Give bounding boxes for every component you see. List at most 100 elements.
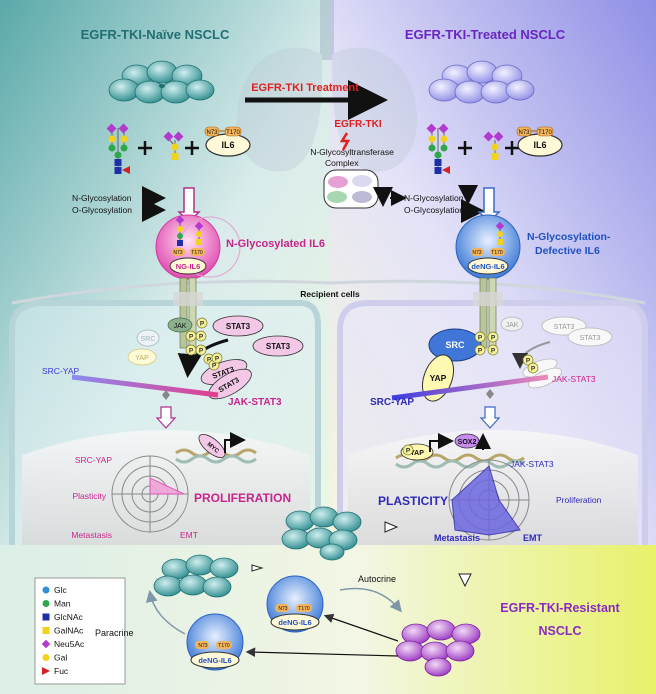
glycans-left [106, 123, 184, 174]
radar-left-top: SRC-YAP [75, 455, 112, 465]
t170-right: T170 [538, 130, 552, 136]
phospho-label: P [199, 334, 204, 341]
plasticity-outcome: PLASTICITY [378, 494, 448, 508]
dna-right [395, 453, 525, 469]
decrease-arrows [373, 185, 478, 207]
n73-right: N73 [518, 130, 530, 136]
legend-neu5ac-label: Neu5Ac [54, 639, 85, 649]
hollow-arrow-b [384, 521, 399, 533]
stat3-left-2 [252, 335, 304, 357]
autocrine-label: Autocrine [358, 574, 396, 584]
phospho-badge [195, 344, 207, 356]
naive-title: EGFR-TKI-Naïve NSCLC [81, 27, 230, 42]
recipient-cells-label: Recipient cells [300, 289, 360, 299]
phospho-label: P [189, 334, 194, 341]
phospho-label: P [491, 335, 496, 342]
jak-stat3-label-right: JAK-STAT3 [552, 374, 596, 384]
treated-title: EGFR-TKI-Treated NSCLC [405, 27, 566, 42]
il6-protein-right [516, 126, 563, 157]
complex-label-2: Complex [325, 158, 359, 168]
treatment-label: EGFR-TKI Treatment [251, 82, 359, 94]
legend-gal-icon [42, 654, 50, 661]
resistant-title-1: EGFR-TKI-Resistant [500, 601, 620, 615]
radar-left-bottom-right: EMT [180, 530, 198, 540]
n73-autocrine: N73 [278, 606, 287, 612]
legend-box [34, 577, 126, 685]
jak-right-faded [500, 316, 524, 332]
legend-marks [41, 586, 51, 675]
il6-label-left: IL6 [221, 140, 234, 150]
phospho-label: P [215, 356, 220, 363]
phospho-label: P [212, 363, 217, 370]
paracrine-loop-arrow [145, 590, 186, 635]
deng-il6-title-1: N-Glycosylation- [527, 231, 611, 243]
legend-glc-label: Glc [54, 585, 68, 595]
phospho-badge [487, 331, 499, 343]
src-label-left: SRC [141, 336, 156, 343]
src-yap-label-left: SRC-YAP [42, 366, 79, 376]
deng-il6-tag: deNG-IL6 [471, 262, 504, 271]
ligand-glycans-left [175, 215, 204, 246]
jak-label-right: JAK [506, 322, 519, 329]
glycosyltransferase-complex [323, 169, 379, 209]
legend-gal-label: Gal [54, 653, 67, 663]
secretion-arrow-paracrine [245, 647, 399, 657]
paracrine-label: Paracrine [95, 628, 134, 638]
il6-label-right: IL6 [533, 140, 546, 150]
jak-left [167, 317, 193, 333]
phospho-label: P [531, 366, 536, 373]
myc-stat3-bound [198, 434, 226, 458]
ligand-il6-left [169, 248, 207, 275]
naive-cancer-cells [108, 60, 215, 104]
t170-paracrine: T170 [218, 643, 230, 649]
ligand-il6-right [467, 248, 509, 275]
t170-ligand-right: T170 [491, 250, 503, 256]
glycans-right [426, 123, 504, 174]
legend-galnac-label: GalNAc [54, 626, 84, 636]
radar-left [111, 455, 189, 533]
phospho-label: P [478, 335, 483, 342]
stat3-right-2-faded [567, 327, 613, 347]
phospho-label: P [207, 357, 212, 364]
phospho-label: P [200, 321, 205, 328]
src-left-faded [136, 329, 160, 347]
sox2-label: SOX2 [458, 439, 477, 446]
transcription-arrow-left [224, 432, 246, 453]
yap-label-left: YAP [135, 355, 149, 362]
phospho-label: P [406, 448, 411, 455]
t170-ligand-left: T170 [191, 250, 203, 256]
t170-autocrine: T170 [298, 606, 310, 612]
phospho-badge [474, 331, 486, 343]
radar-right-bottom-right: EMT [523, 533, 543, 543]
phospho-badge [195, 330, 207, 342]
down-arrow-left [155, 406, 177, 429]
ng-il6-title: N-Glycosylated IL6 [226, 238, 325, 250]
n-glycosylation-right: N-Glycosylation [404, 193, 464, 203]
resistant-title-2: NSCLC [538, 624, 581, 638]
legend-glcnac-label: GlcNAc [54, 612, 84, 622]
phospho-badge [527, 362, 539, 374]
radar-right-top: JAK-STAT3 [510, 459, 554, 469]
n73-paracrine: N73 [198, 643, 207, 649]
src-yap-jak-stat3-bar-left [71, 374, 219, 398]
src-yap-label-right: SRC-YAP [370, 397, 414, 408]
stat3-label-right-2: STAT3 [580, 335, 601, 342]
phospho-label: P [189, 348, 194, 355]
phospho-badge [402, 444, 414, 456]
phospho-badge [474, 344, 486, 356]
bottom-left-cell-cluster [153, 554, 239, 598]
n73-ligand-right: N73 [472, 250, 481, 256]
il6-protein-left [204, 126, 251, 157]
n73-left: N73 [206, 130, 218, 136]
stat3-label-left-2: STAT3 [266, 342, 291, 351]
legend-fuc-icon [42, 667, 50, 675]
legend-glcnac-icon [42, 613, 50, 621]
deng-il6-paracrine-label: deNG-IL6 [198, 656, 231, 665]
radar-left-bottom-left: Metastasis [71, 530, 112, 540]
t170-left: T170 [226, 130, 240, 136]
legend-man-icon [42, 600, 50, 607]
ligand-glycan-right [495, 221, 505, 245]
phospho-badge [196, 317, 208, 329]
